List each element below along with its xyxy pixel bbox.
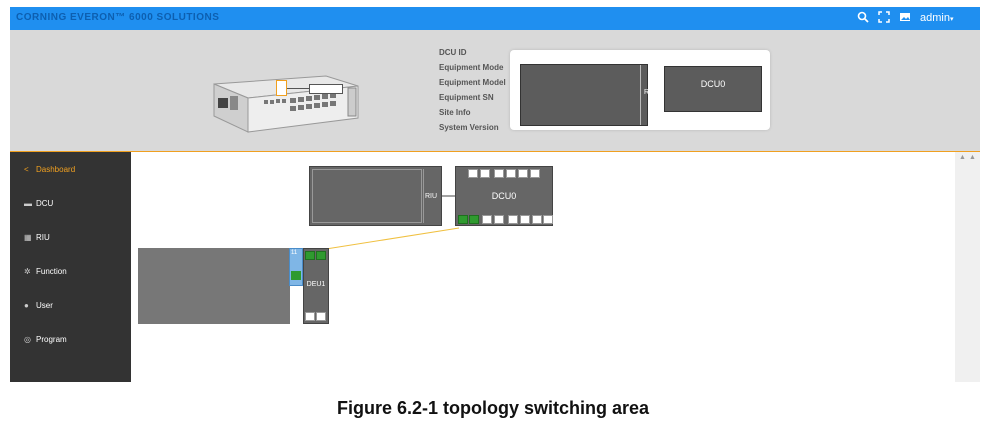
topology-canvas[interactable]: RIU DCU0 11 DEU1 — [131, 152, 955, 382]
deu-port-top-2[interactable] — [316, 251, 326, 260]
info-system-version: System Version — [439, 123, 499, 132]
sidebar-item-dcu[interactable]: ▬ DCU — [24, 199, 53, 208]
fullscreen-icon[interactable] — [877, 11, 891, 25]
dcu-port-bottom-8[interactable] — [543, 215, 553, 224]
deu-port-bottom-1[interactable] — [305, 312, 315, 321]
program-icon: ◎ — [24, 335, 31, 344]
dcu-port-top-4[interactable] — [506, 169, 516, 178]
info-equipment-sn: Equipment SN — [439, 93, 494, 102]
sidebar-item-label: Program — [36, 335, 67, 344]
port-label: 11 — [291, 250, 298, 256]
figure-caption: Figure 6.2-1 topology switching area — [336, 398, 650, 418]
device-image — [208, 54, 368, 134]
dcu-port-top-5[interactable] — [518, 169, 528, 178]
dcu-port-bottom-3[interactable] — [482, 215, 492, 224]
popup-connector-line — [287, 88, 309, 89]
dcu-port-bottom-1[interactable] — [458, 215, 468, 224]
dcu-port-top-1[interactable] — [468, 169, 478, 178]
sidebar: < Dashboard ▬ DCU ▦ RIU ✲ Function ● User ◎ Pr… — [10, 152, 131, 382]
popup-target-rect[interactable] — [309, 84, 343, 94]
sidebar-item-label: RIU — [36, 233, 50, 242]
remote-unit-block[interactable] — [138, 248, 290, 324]
sidebar-item-function[interactable]: ✲ Function — [24, 267, 67, 276]
scroll-up-icon-2[interactable]: ▲ — [969, 154, 976, 161]
gear-icon: ✲ — [24, 267, 31, 276]
sidebar-item-label: Function — [36, 267, 67, 276]
info-dcu-id: DCU ID — [439, 48, 467, 57]
dcu0-node[interactable]: DCU0 — [455, 166, 553, 226]
deu1-node[interactable]: DEU1 — [303, 248, 329, 324]
sidebar-item-label: User — [36, 301, 53, 310]
dcu-port-bottom-4[interactable] — [494, 215, 504, 224]
vertical-scrollbar[interactable]: ▲ ▲ — [955, 152, 980, 382]
deu-port-bottom-2[interactable] — [316, 312, 326, 321]
brand-title: CORNING EVERON™ 6000 SOLUTIONS — [16, 12, 220, 23]
popup-port[interactable] — [276, 80, 287, 96]
topology-thumbnail-popup[interactable]: RIU DCU0 — [510, 50, 770, 130]
admin-label: admin — [920, 12, 950, 24]
info-equipment-model: Equipment Model — [439, 78, 506, 87]
dcu0-label: DCU0 — [491, 191, 517, 201]
search-icon[interactable] — [856, 11, 870, 25]
popup-riu-box[interactable]: RIU — [520, 64, 656, 126]
sidebar-item-riu[interactable]: ▦ RIU — [24, 233, 50, 242]
user-icon: ● — [24, 301, 29, 310]
monitor-icon: ▬ — [24, 199, 32, 208]
scroll-up-icon[interactable]: ▲ — [959, 154, 966, 161]
port-green[interactable] — [291, 271, 301, 280]
dcu-port-bottom-2[interactable] — [469, 215, 479, 224]
dcu-port-top-6[interactable] — [530, 169, 540, 178]
sidebar-item-label: DCU — [36, 199, 54, 208]
riu-label: RIU — [425, 193, 438, 200]
image-icon[interactable] — [898, 11, 912, 25]
riu-inner-panel — [312, 169, 422, 223]
dcu-port-bottom-5[interactable] — [508, 215, 518, 224]
popup-riu-tab: RIU — [640, 65, 658, 125]
riu-tab: RIU — [423, 169, 439, 223]
selected-port-column[interactable]: 11 — [289, 248, 303, 286]
sidebar-item-dashboard[interactable]: < Dashboard — [24, 165, 75, 174]
info-equipment-mode: Equipment Mode — [439, 63, 504, 72]
deu-port-top-1[interactable] — [305, 251, 315, 260]
grid-icon: ▦ — [24, 233, 32, 242]
caret-down-icon: ▾ — [949, 16, 954, 23]
top-bar: CORNING EVERON™ 6000 SOLUTIONS admin▾ — [10, 7, 980, 30]
sidebar-item-user[interactable]: ● User — [24, 301, 53, 310]
popup-riu-label: RIU — [644, 89, 657, 96]
dcu-port-bottom-7[interactable] — [532, 215, 542, 224]
info-site-info: Site Info — [439, 108, 471, 117]
dcu-port-top-3[interactable] — [494, 169, 504, 178]
share-icon: < — [24, 165, 29, 174]
equipment-header: DCU ID Equipment Mode Equipment Model Eq… — [10, 30, 980, 152]
popup-dcu-box[interactable]: DCU0 — [664, 66, 762, 112]
riu-node[interactable]: RIU — [309, 166, 442, 226]
dcu-port-top-2[interactable] — [480, 169, 490, 178]
sidebar-item-label: Dashboard — [36, 165, 76, 174]
sidebar-item-program[interactable]: ◎ Program — [24, 335, 67, 344]
deu1-label: DEU1 — [306, 281, 326, 288]
admin-menu[interactable]: admin▾ — [920, 12, 953, 24]
dcu-port-bottom-6[interactable] — [520, 215, 530, 224]
